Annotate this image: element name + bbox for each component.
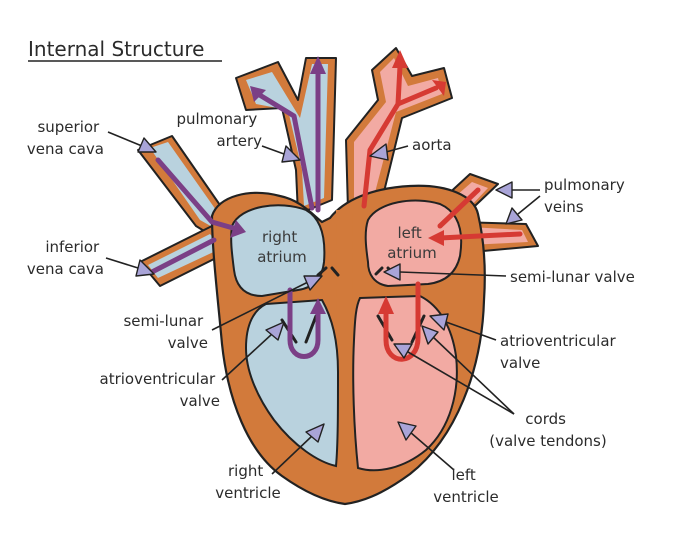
pointer-superior-vena-cava: [107, 131, 143, 147]
pointer-head-av-valve-right: [265, 321, 285, 341]
pointer-pulmonary-artery: [261, 145, 285, 155]
semi-lunar-valve-right-flap: [316, 266, 340, 277]
pulmonary-veins-label-line1: pulmonary: [544, 176, 625, 194]
flow-head-pa: [310, 56, 326, 74]
atrioventricular-valve-left-label: atrioventricular valve: [500, 332, 620, 372]
left-atrium-label-line1: left: [397, 224, 421, 242]
atrioventricular-valve-right-label-line1: atrioventricular: [100, 370, 217, 388]
pointer-head-aorta: [369, 143, 389, 161]
semi-lunar-valve-right-label: semi-lunar valve: [123, 312, 208, 352]
pulmonary-veins-label-line2: veins: [544, 198, 584, 216]
pointer-av-valve-right: [221, 333, 273, 381]
pointer-left-ventricle: [409, 431, 455, 471]
pointer-aorta: [385, 145, 409, 153]
flow-head-svc: [230, 220, 246, 238]
right-ventricle-label-line1: right: [228, 462, 263, 480]
flow-la-lv-u: [383, 281, 421, 362]
cords-label: cords (valve tendons): [489, 410, 606, 450]
pulmonary-veins-label: pulmonary veins: [544, 176, 630, 216]
superior-vena-cava-label-line2: vena cava: [27, 140, 104, 158]
semi-lunar-valve-right-label-line1: semi-lunar: [123, 312, 204, 330]
cords-label-line1: cords: [525, 410, 566, 428]
left-ventricle-label-line1: left: [451, 466, 475, 484]
pointer-head-cords-1: [393, 343, 413, 359]
inferior-vena-cava-label-line2: vena cava: [27, 260, 104, 278]
flow-pa-left: [255, 91, 315, 211]
flow-aorta-right: [395, 85, 439, 107]
atrioventricular-valve-right-label-line2: valve: [180, 392, 220, 410]
pointer-head-semi-lunar-valve-right: [303, 275, 323, 291]
pointer-head-pulmonary-veins-2: [505, 207, 523, 225]
semi-lunar-valve-left-label: semi-lunar valve: [510, 268, 635, 286]
right-atrium-label-line1: right: [262, 228, 297, 246]
superior-vena-cava-label: superior vena cava: [27, 118, 104, 158]
pointer-arrows: [105, 131, 541, 475]
flow-head-pa-left: [250, 86, 266, 102]
pointer-head-semi-lunar-valve-left: [383, 263, 401, 281]
pointer-semi-lunar-valve-right: [211, 281, 309, 331]
blood-flow-deoxygenated-heads: [230, 56, 326, 314]
pointer-head-av-valve-left: [429, 313, 449, 331]
pointer-head-cords-2: [421, 325, 439, 345]
pulmonary-artery-label-line1: pulmonary: [176, 110, 257, 128]
right-ventricle-label: right ventricle: [215, 462, 280, 502]
septum: [336, 210, 354, 470]
left-atrium-chamber: [364, 199, 463, 288]
pointer-head-pulmonary-artery: [281, 145, 301, 163]
pointer-cords-1: [407, 351, 515, 415]
blood-flow-oxygenated: [361, 63, 523, 362]
left-ventricle-label-line2: ventricle: [433, 488, 498, 506]
pointer-head-left-ventricle: [397, 421, 417, 441]
atrioventricular-valve-right-label: atrioventricular valve: [100, 370, 220, 410]
pointer-semi-lunar-valve-left: [399, 271, 507, 277]
flow-pv-upper: [437, 187, 481, 229]
pointer-cords-2: [431, 335, 515, 415]
pointer-av-valve-left: [445, 321, 497, 341]
left-atrium-label: left atrium: [387, 224, 437, 262]
pointer-head-right-ventricle: [305, 423, 325, 443]
pulmonary-artery-label: pulmonary artery: [176, 110, 262, 150]
semi-lunar-valve-right-label-line2: valve: [168, 334, 208, 352]
flow-aorta-up: [361, 63, 403, 209]
pulmonary-artery-label-line2: artery: [216, 132, 262, 150]
right-ventricle-label-line2: ventricle: [215, 484, 280, 502]
cords-label-line2: (valve tendons): [489, 432, 606, 450]
flow-head-pv: [428, 230, 444, 246]
pointer-inferior-vena-cava: [105, 257, 139, 269]
inferior-vena-cava-label-line1: inferior: [45, 238, 100, 256]
atrioventricular-valve-left-label-line2: valve: [500, 354, 540, 372]
title: Internal Structure: [28, 37, 204, 61]
pointer-pulmonary-veins-2: [517, 195, 541, 215]
right-atrium-label: right atrium: [257, 228, 307, 266]
flow-svc: [155, 157, 243, 233]
pointer-right-ventricle: [271, 435, 313, 475]
aorta-label: aorta: [412, 136, 452, 154]
inferior-vena-cava-label: inferior vena cava: [27, 238, 104, 278]
superior-vena-cava-label-line1: superior: [37, 118, 100, 136]
flow-head-ra-rv: [310, 298, 326, 314]
pointer-head-inferior-vena-cava: [135, 259, 155, 277]
flow-head-aorta-right: [432, 80, 446, 96]
flow-head-la-lv: [378, 296, 394, 314]
flow-ra-rv-u: [287, 287, 321, 359]
blood-flow-deoxygenated: [149, 69, 321, 359]
blood-flow-oxygenated-heads: [378, 50, 446, 314]
flow-pv: [437, 231, 523, 241]
pointer-head-pulmonary-veins-1: [495, 181, 513, 199]
right-ventricle-chamber: [244, 298, 340, 468]
right-atrium-label-line2: atrium: [257, 248, 307, 266]
flow-head-aorta: [392, 50, 408, 68]
flow-ivc: [149, 237, 217, 275]
pointer-head-superior-vena-cava: [137, 137, 157, 153]
left-atrium-label-line2: atrium: [387, 244, 437, 262]
left-ventricle-label: left ventricle: [433, 466, 498, 506]
atrioventricular-valve-left-label-line1: atrioventricular: [500, 332, 617, 350]
